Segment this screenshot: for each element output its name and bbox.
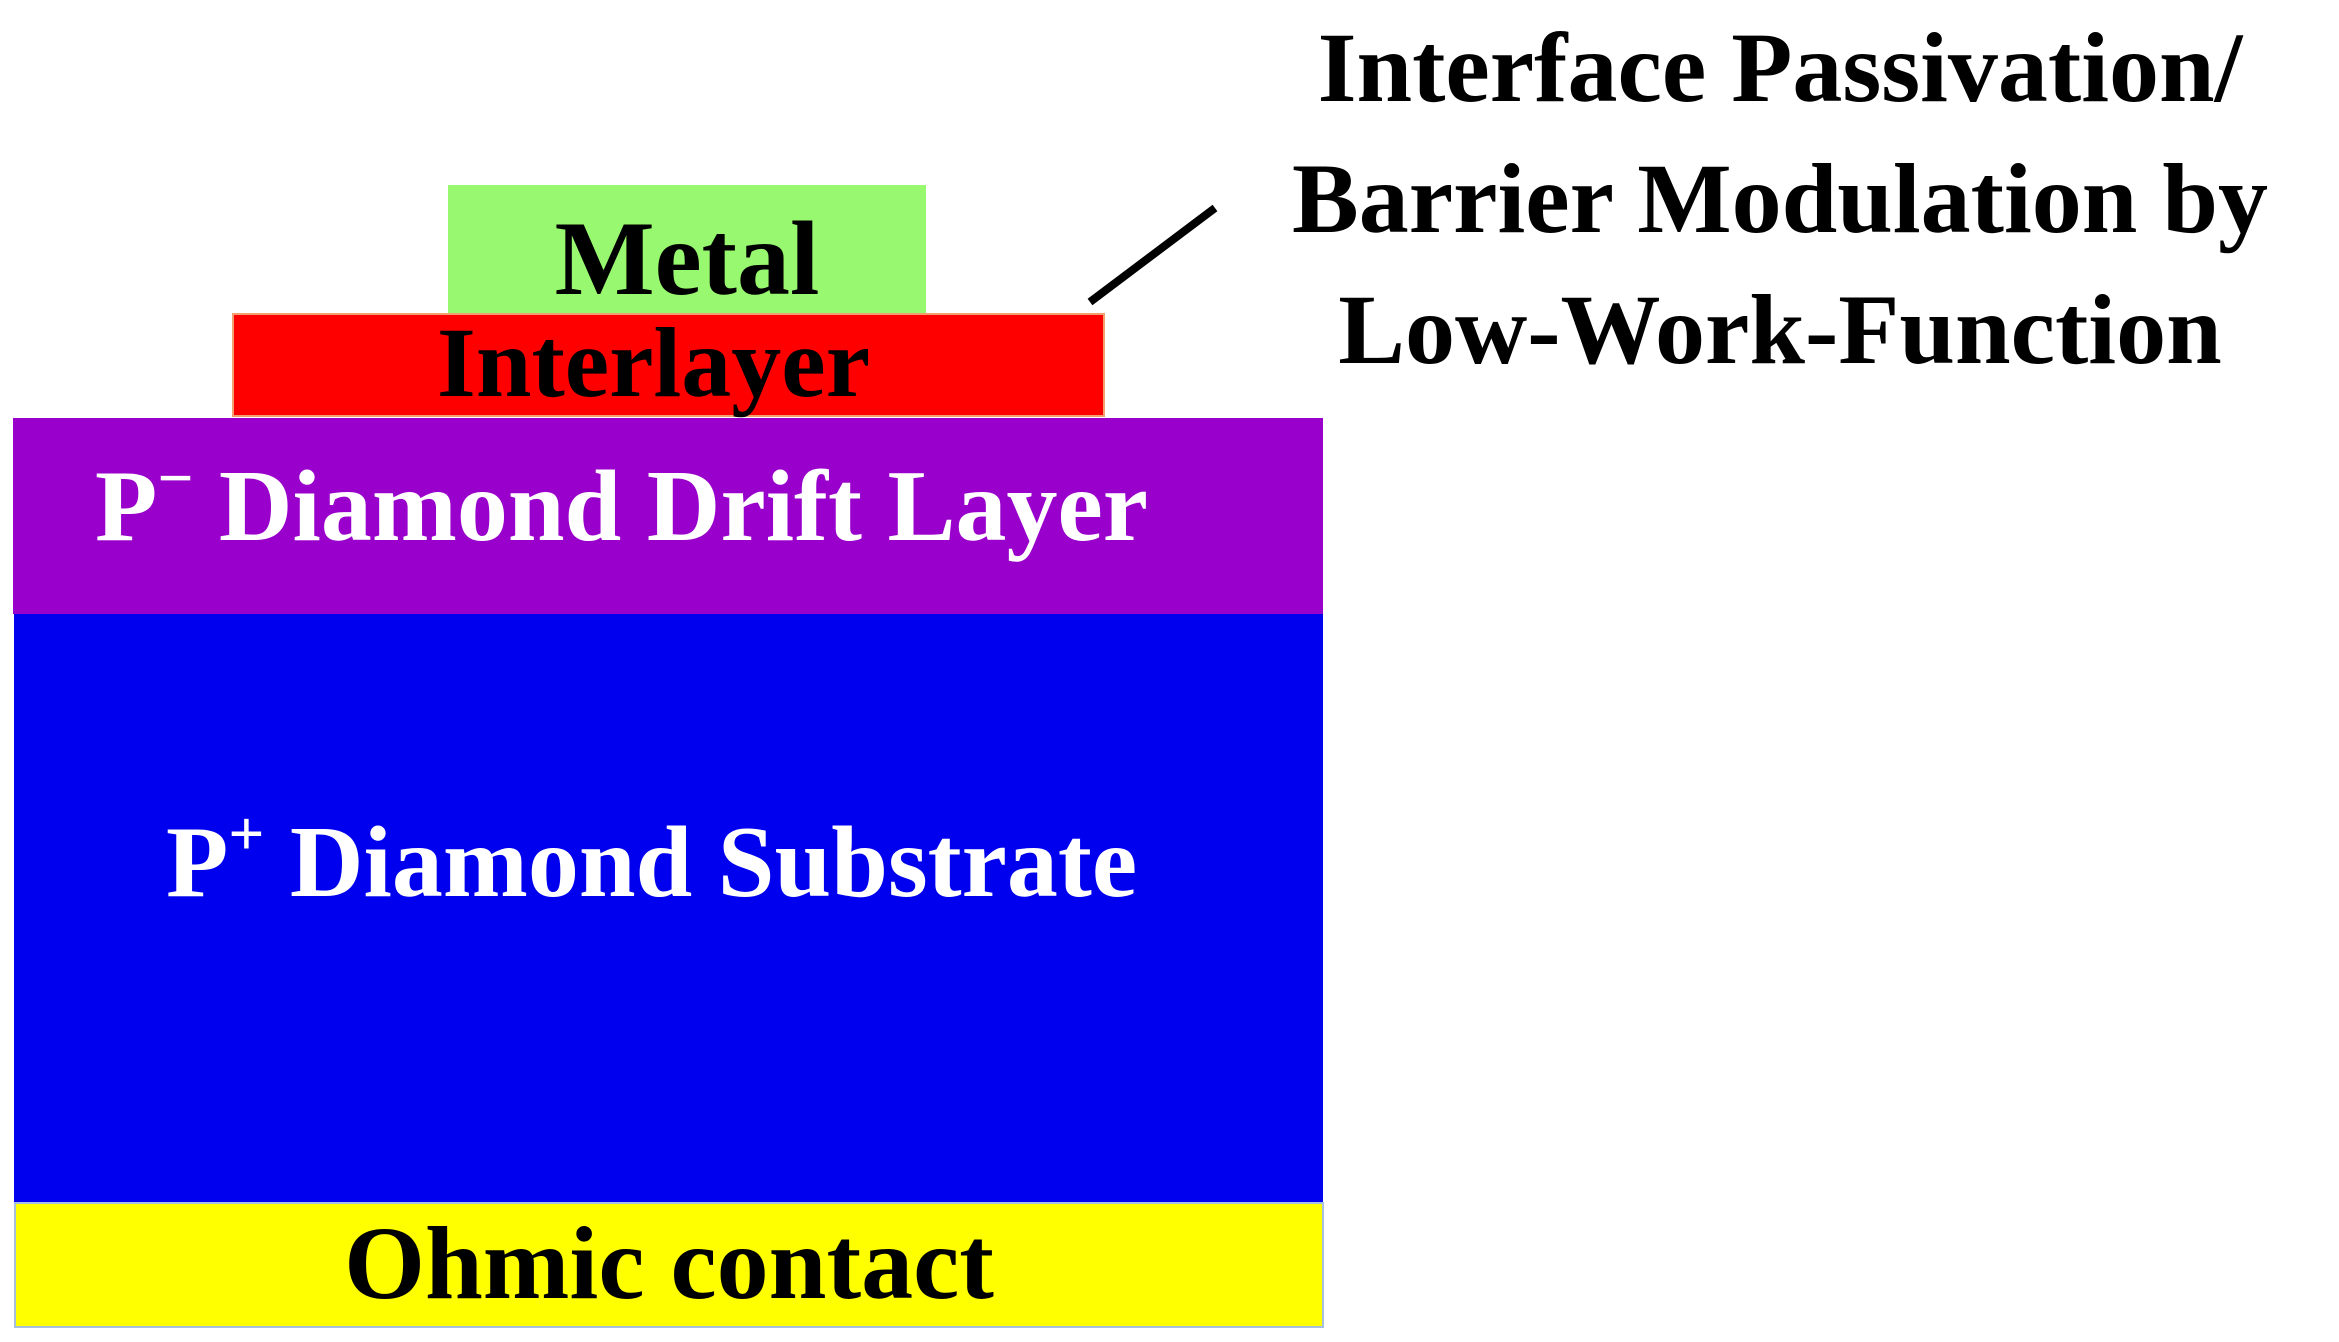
substrate-layer: P+ Diamond Substrate	[14, 614, 1323, 1204]
substrate-superscript: +	[228, 799, 265, 870]
ohmic-contact-label: Ohmic contact	[344, 1205, 994, 1321]
drift-layer-label: P− Diamond Drift Layer	[95, 447, 1149, 565]
ohmic-contact-layer: Ohmic contact	[14, 1202, 1324, 1328]
metal-label: Metal	[554, 200, 820, 317]
annotation-line-1: Interface Passivation/	[1317, 12, 2243, 123]
drift-superscript: −	[157, 443, 194, 514]
metal-layer: Metal	[448, 185, 926, 317]
interlayer: Interlayer	[232, 307, 1105, 418]
drift-layer: P− Diamond Drift Layer	[13, 418, 1323, 614]
interlayer-label: Interlayer	[436, 306, 871, 418]
annotation-line-3: Low-Work-Function	[1338, 274, 2222, 385]
substrate-text: Diamond Substrate	[289, 805, 1138, 919]
substrate-prefix: P	[166, 805, 229, 919]
substrate-label: P+ Diamond Substrate	[166, 803, 1138, 921]
drift-text: Diamond Drift Layer	[218, 449, 1149, 563]
drift-prefix: P	[95, 449, 158, 563]
leader-line	[1087, 204, 1218, 306]
interface-annotation: Interface Passivation/ Barrier Modulatio…	[1225, 2, 2335, 395]
annotation-line-2: Barrier Modulation by	[1292, 143, 2268, 254]
